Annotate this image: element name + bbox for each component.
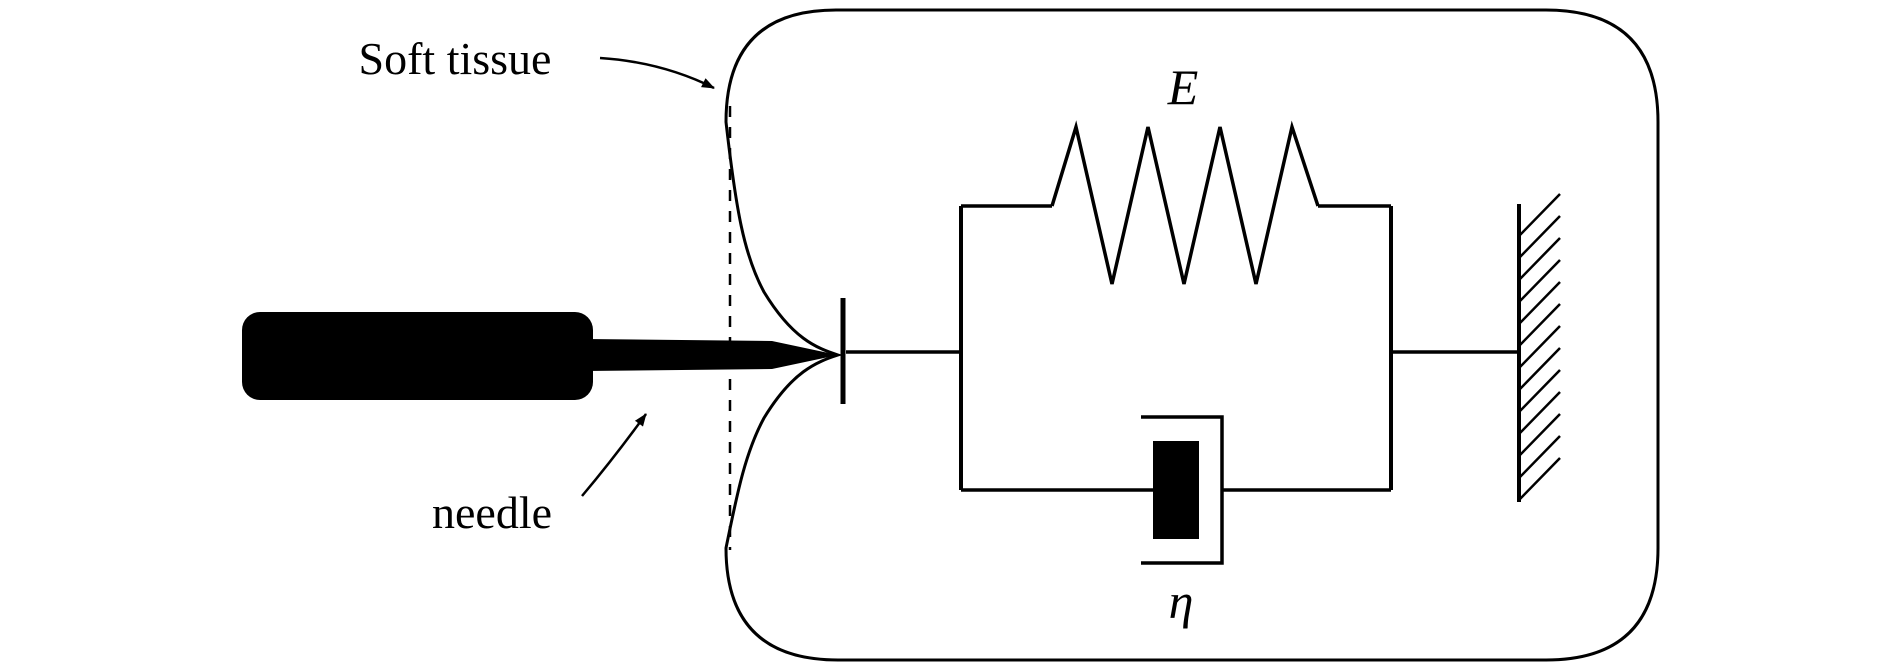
- spring-zigzag: [1050, 120, 1320, 285]
- needle-annotation: needle: [432, 413, 648, 538]
- needle-handle: [242, 312, 593, 400]
- needle-label: needle: [432, 487, 552, 538]
- damper-piston: [1153, 441, 1199, 539]
- wall-hatching: [1518, 193, 1561, 501]
- fixed-wall: [1517, 193, 1561, 502]
- damper-viscosity-label: η: [1169, 573, 1194, 629]
- needle: [242, 312, 838, 400]
- soft-tissue-boundary: [724, 8, 1660, 662]
- soft-tissue-label: Soft tissue: [359, 33, 552, 84]
- soft-tissue-annotation: Soft tissue: [359, 33, 715, 90]
- spring-modulus-label: E: [1167, 59, 1199, 115]
- soft-tissue-arrow: [599, 56, 715, 90]
- needle-arrow: [581, 413, 648, 497]
- kelvin-voigt-model: [959, 120, 1393, 565]
- needle-shaft: [585, 339, 838, 371]
- tissue-outline-path: [724, 8, 1660, 662]
